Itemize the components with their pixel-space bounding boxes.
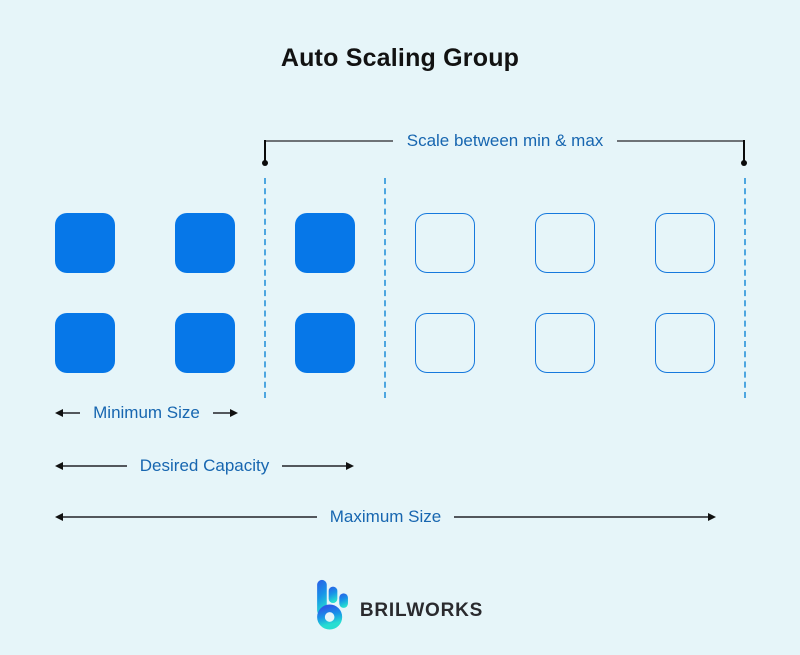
- scale-bracket-label: Scale between min & max: [406, 131, 604, 150]
- instance-filled: [55, 313, 115, 373]
- instance-outline: [415, 213, 475, 273]
- arrowhead-left-icon: [55, 462, 63, 470]
- instance-filled: [175, 213, 235, 273]
- arrowhead-right-icon: [346, 462, 355, 470]
- bracket-line-left: [265, 140, 393, 142]
- instance-filled: [295, 313, 355, 373]
- instance-filled: [55, 213, 115, 273]
- bracket-dot-right: [741, 160, 747, 166]
- brilworks-b-icon: [316, 579, 348, 630]
- arrowhead-right-icon: [230, 409, 238, 417]
- desired-capacity-label: Desired Capacity: [139, 456, 270, 475]
- boundary-dashline-maximum: [744, 178, 746, 398]
- arrow-line: [63, 412, 81, 414]
- instance-outline: [655, 213, 715, 273]
- instance-outline: [535, 313, 595, 373]
- arrow-desired-capacity: Desired Capacity: [55, 456, 355, 476]
- boundary-dashline-minimum: [264, 178, 266, 398]
- page-title: Auto Scaling Group: [280, 44, 520, 72]
- instance-outline: [415, 313, 475, 373]
- arrowhead-right-icon: [708, 513, 716, 521]
- arrowhead-left-icon: [55, 513, 63, 521]
- arrow-minimum-size: Minimum Size: [55, 403, 238, 423]
- boundary-dashline-desired: [384, 178, 386, 398]
- bracket-tick-right: [743, 140, 745, 161]
- brand-logo: BRILWORKS: [0, 578, 800, 630]
- instance-filled: [295, 213, 355, 273]
- bracket-tick-left: [264, 140, 266, 161]
- instance-outline: [535, 213, 595, 273]
- instance-outline: [655, 313, 715, 373]
- arrow-line: [212, 412, 230, 414]
- arrow-line: [63, 516, 317, 518]
- arrowhead-left-icon: [55, 409, 63, 417]
- arrow-line: [63, 465, 127, 467]
- arrow-maximum-size: Maximum Size: [55, 507, 716, 527]
- instance-filled: [175, 313, 235, 373]
- maximum-size-label: Maximum Size: [329, 507, 442, 526]
- minimum-size-label: Minimum Size: [93, 403, 200, 422]
- arrow-line: [454, 516, 708, 518]
- arrow-line: [282, 465, 347, 467]
- bracket-line-right: [617, 140, 746, 142]
- bracket-dot-left: [262, 160, 268, 166]
- scale-bracket: Scale between min & max: [265, 131, 746, 150]
- brand-name: BRILWORKS: [359, 600, 484, 621]
